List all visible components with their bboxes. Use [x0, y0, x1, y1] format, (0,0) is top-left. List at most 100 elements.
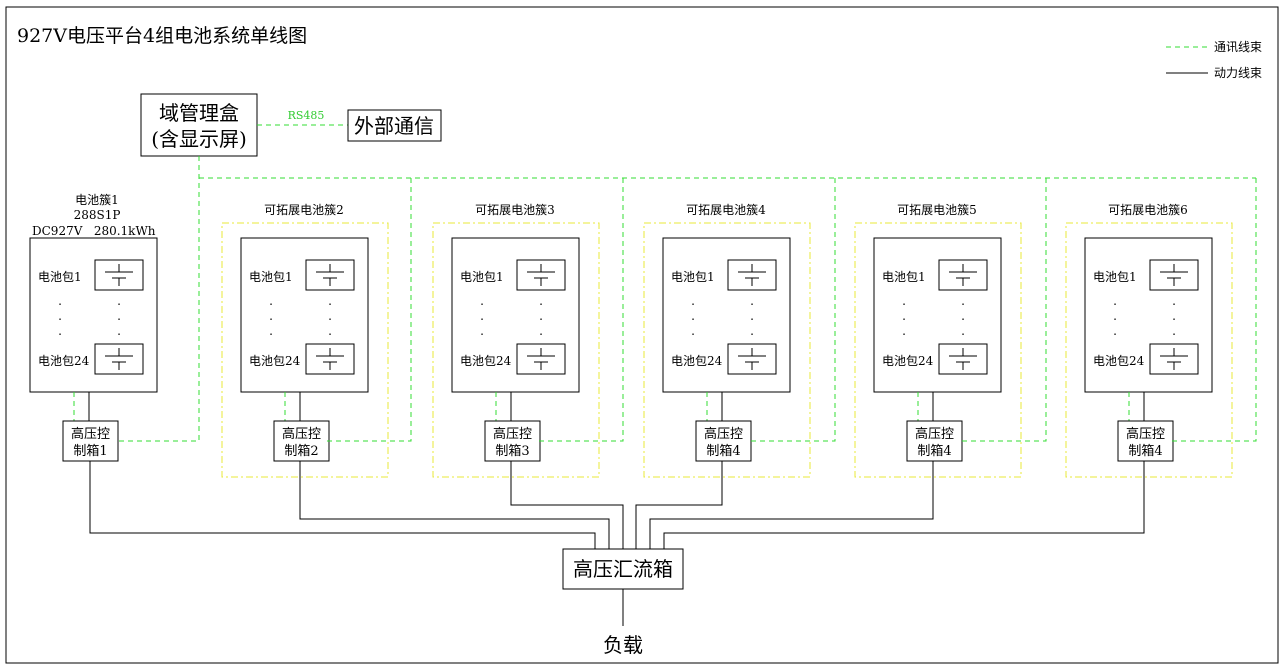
ellipsis-dot: . — [539, 294, 543, 308]
external-comm-box — [347, 109, 442, 142]
diagram-title: 927V电压平台4组电池系统单线图 — [17, 25, 307, 47]
ellipsis-dot: . — [961, 294, 965, 308]
pack-first-label: 电池包1 — [460, 270, 504, 284]
hv-control-box-2 — [273, 420, 330, 462]
outer-frame — [5, 6, 1279, 664]
ellipsis-dot: . — [58, 309, 62, 323]
ellipsis-dot: . — [58, 294, 62, 308]
ellipsis-dot: . — [117, 294, 121, 308]
battery-pack-1-icon — [727, 259, 777, 291]
legend-comm-label: 通讯线束 — [1214, 40, 1262, 54]
pack-first-label: 电池包1 — [38, 270, 82, 284]
hv-label-line1: 高压控 — [704, 426, 743, 442]
battery-pack-1-icon — [938, 259, 988, 291]
pack-last-label: 电池包24 — [38, 354, 90, 368]
hv-label-line1: 高压控 — [915, 426, 954, 442]
legend: 通讯线束 动力线束 — [1166, 40, 1262, 80]
combiner-box — [562, 548, 684, 590]
pack-first-label: 电池包1 — [249, 270, 293, 284]
cluster-label-4: 可拓展电池簇4 — [686, 202, 766, 217]
battery-pack-24-icon — [94, 343, 144, 375]
ellipsis-dot: . — [539, 324, 543, 338]
battery-pack-24-icon — [727, 343, 777, 375]
ellipsis-dot: . — [750, 309, 754, 323]
ellipsis-dot: . — [328, 324, 332, 338]
ellipsis-dot: . — [961, 309, 965, 323]
pack-last-label: 电池包24 — [671, 354, 723, 368]
hv-control-box-5 — [906, 420, 963, 462]
hv-control-box-4 — [695, 420, 752, 462]
hv-label-line1: 高压控 — [71, 426, 110, 442]
comm-drop-2 — [326, 178, 412, 442]
ellipsis-dot: . — [269, 324, 273, 338]
pack-last-label: 电池包24 — [882, 354, 934, 368]
power-hv1 — [89, 461, 596, 549]
ellipsis-dot: . — [902, 294, 906, 308]
power-bus — [89, 461, 1145, 626]
hv-label-line2: 制箱4 — [917, 443, 951, 459]
pack-last-label: 电池包24 — [249, 354, 301, 368]
ellipsis-dot: . — [902, 309, 906, 323]
ellipsis-dot: . — [691, 309, 695, 323]
ellipsis-dot: . — [269, 294, 273, 308]
power-hv5 — [649, 461, 934, 549]
battery-pack-24-icon — [1149, 343, 1199, 375]
cluster1-config: 288S1P — [74, 208, 121, 222]
ellipsis-dot: . — [750, 294, 754, 308]
ellipsis-dot: . — [539, 309, 543, 323]
pack-last-label: 电池包24 — [460, 354, 512, 368]
hv-label-line2: 制箱4 — [706, 443, 740, 459]
comm-bus — [118, 156, 1257, 442]
ellipsis-dot: . — [117, 309, 121, 323]
ellipsis-dot: . — [961, 324, 965, 338]
ellipsis-dot: . — [117, 324, 121, 338]
cluster-label-2: 可拓展电池簇2 — [264, 202, 344, 217]
ellipsis-dot: . — [1113, 324, 1117, 338]
comm-drop-3 — [537, 178, 624, 442]
ellipsis-dot: . — [902, 324, 906, 338]
cluster1-name: 电池簇1 — [75, 192, 119, 207]
ellipsis-dot: . — [328, 294, 332, 308]
ellipsis-dot: . — [691, 324, 695, 338]
hv-label-line2: 制箱2 — [284, 443, 318, 459]
hv-label-line1: 高压控 — [493, 426, 532, 442]
clusters-group: 电池包1电池包24......高压控制箱1可拓展电池簇2电池包1电池包24...… — [29, 202, 1233, 478]
battery-pack-24-icon — [938, 343, 988, 375]
battery-pack-1-icon — [516, 259, 566, 291]
pack-last-label: 电池包24 — [1093, 354, 1145, 368]
cluster-label-5: 可拓展电池簇5 — [897, 202, 977, 217]
power-hv6 — [663, 461, 1145, 549]
battery-pack-1-icon — [94, 259, 144, 291]
ellipsis-dot: . — [1172, 294, 1176, 308]
domain-box-line2: (含显示屏) — [151, 127, 247, 151]
load-label: 负载 — [603, 633, 643, 657]
ellipsis-dot: . — [58, 324, 62, 338]
ellipsis-dot: . — [750, 324, 754, 338]
pack-first-label: 电池包1 — [1093, 270, 1137, 284]
comm-drop-4 — [749, 178, 836, 442]
ellipsis-dot: . — [1172, 309, 1176, 323]
ellipsis-dot: . — [691, 294, 695, 308]
hv-control-box-1 — [62, 420, 119, 462]
comm-drop-5 — [960, 178, 1047, 442]
hv-label-line2: 制箱1 — [73, 443, 107, 459]
ellipsis-dot: . — [480, 294, 484, 308]
comm-drop-6 — [1171, 178, 1257, 442]
domain-box-line1: 域管理盒 — [159, 101, 239, 125]
power-hv2 — [299, 461, 610, 549]
hv-label-line1: 高压控 — [282, 426, 321, 442]
hv-label-line2: 制箱3 — [495, 443, 529, 459]
battery-pack-1-icon — [305, 259, 355, 291]
cluster1-spec: DC927V 280.1kWh — [32, 224, 156, 238]
ellipsis-dot: . — [269, 309, 273, 323]
ellipsis-dot: . — [480, 324, 484, 338]
battery-pack-1-icon — [1149, 259, 1199, 291]
cluster-label-3: 可拓展电池簇3 — [475, 202, 555, 217]
ellipsis-dot: . — [480, 309, 484, 323]
